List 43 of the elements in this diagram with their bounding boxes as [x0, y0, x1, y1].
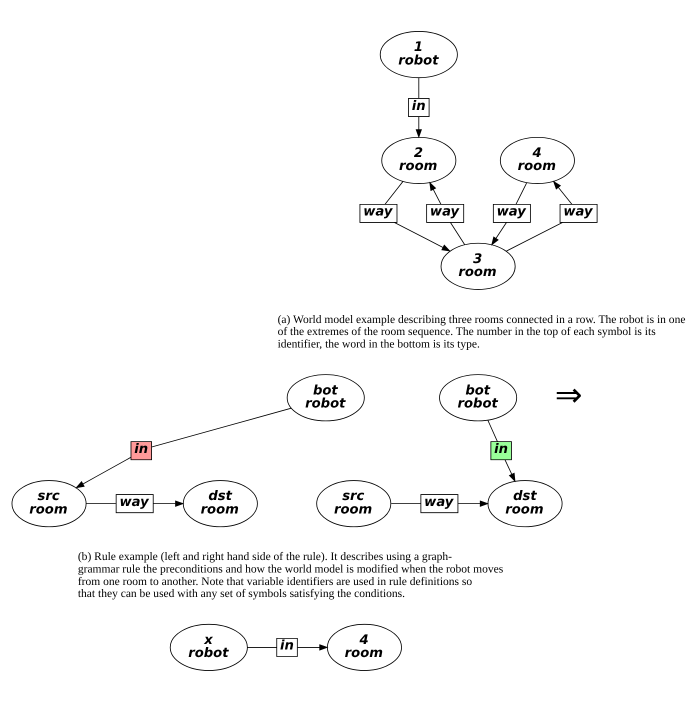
label: (a) World model example describing three rooms connected in a row. The robot is in one of the extremes of the room sequence. The number in the top of each symbol is its identifier, the word in the bottom is its type. — [278, 314, 686, 350]
arrow — [429, 182, 442, 205]
node-ellipse: 4 room — [326, 624, 402, 671]
label: ⇒ — [554, 375, 582, 414]
node-box: way — [560, 204, 598, 223]
node-box: way — [116, 494, 154, 514]
node-ellipse: 1 robot — [380, 31, 458, 78]
arrow — [75, 457, 132, 488]
node-ellipse: dst room — [488, 480, 563, 528]
connector — [86, 503, 116, 504]
node-ellipse: bot robot — [286, 374, 365, 422]
node-box: way — [492, 204, 531, 223]
connector — [246, 647, 277, 648]
node-ellipse: x robot — [170, 624, 248, 671]
node-box: in — [130, 441, 152, 460]
connector — [450, 222, 465, 245]
arrow — [504, 459, 516, 482]
node-box: in — [276, 638, 298, 657]
node-ellipse: src room — [316, 480, 392, 528]
node-ellipse: bot robot — [439, 374, 518, 422]
node-ellipse: 4 room — [500, 136, 575, 184]
node-box: in — [490, 441, 512, 460]
connector — [516, 182, 527, 205]
arrow — [394, 222, 451, 252]
arrow — [416, 116, 422, 138]
arrow — [458, 500, 489, 507]
node-ellipse: dst room — [182, 480, 258, 528]
arrow — [297, 644, 328, 651]
node-box: way — [426, 204, 464, 223]
connector — [506, 222, 563, 252]
connector — [384, 181, 404, 205]
arrow — [153, 500, 184, 507]
connector — [418, 78, 420, 99]
node-box: in — [408, 98, 430, 117]
node-box: way — [360, 204, 398, 223]
label: (b) Rule example (left and right hand side of the rule). It describes using a graph-grammar rule the preconditions and how the world model is modified when the robot moves from one room to another. Note that variable identifiers are used in rule definitions so that they can be used with any set of symbols satisfying the conditions. — [78, 551, 504, 600]
arrow — [491, 222, 507, 246]
node-ellipse: 2 room — [381, 136, 456, 184]
arrow — [552, 180, 572, 205]
connector — [487, 420, 498, 442]
node-box: way — [420, 494, 458, 514]
connector — [390, 503, 421, 504]
connector — [151, 408, 292, 448]
